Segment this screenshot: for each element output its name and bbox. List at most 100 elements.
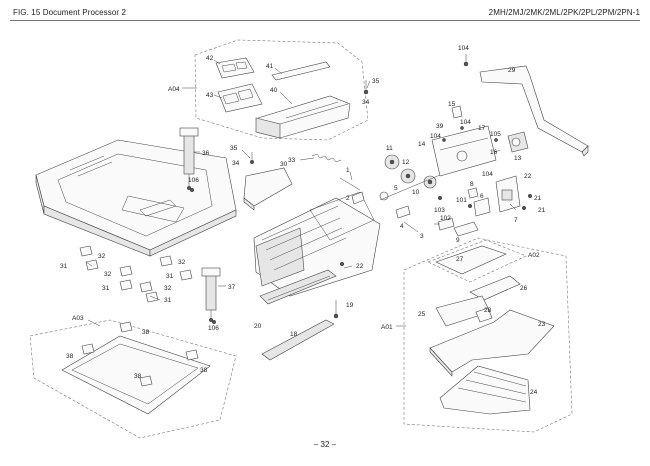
group-label-a01: A01 [381, 324, 393, 331]
group-label-a02: A02 [528, 252, 540, 259]
part-33-spring [311, 153, 342, 163]
callout-9: 9 [456, 237, 460, 244]
part-drive-bracket [431, 125, 497, 177]
callout-104-b: 104 [460, 119, 471, 126]
callout-38-c: 38 [200, 367, 208, 374]
callout-4: 4 [400, 223, 404, 230]
part-23-tray [429, 309, 555, 377]
part-9-plate [453, 221, 479, 237]
part-104-screw-a [442, 138, 446, 142]
part-106-screw-a [189, 187, 195, 193]
part-102-plate [437, 217, 455, 231]
part-42-label-sheet [215, 57, 255, 79]
part-15-sensor [451, 105, 463, 119]
callout-32-d: 32 [164, 285, 172, 292]
callout-103: 103 [434, 207, 445, 214]
callout-22-right: 22 [524, 173, 532, 180]
callout-35-right: 35 [372, 78, 380, 85]
part-29-arm [479, 65, 589, 157]
callout-32-a: 32 [98, 253, 106, 260]
callout-5: 5 [394, 185, 398, 192]
callout-31-a: 31 [60, 263, 68, 270]
part-105-screw [494, 138, 498, 142]
part-5-bushing [379, 191, 389, 201]
callout-numbers: 1 2 3 4 5 6 7 8 9 10 11 12 13 14 15 16 1… [60, 45, 546, 396]
part-103-screw [437, 195, 443, 201]
part-26-guide [469, 275, 521, 301]
callout-42: 42 [206, 55, 214, 62]
part-22-screw-left [339, 261, 345, 267]
callout-38-b: 38 [66, 353, 74, 360]
callout-102: 102 [440, 215, 451, 222]
callout-11: 11 [386, 145, 393, 152]
part-center-feeder-frame [253, 191, 381, 297]
part-6-bracket [473, 197, 491, 217]
part-a03-mat [61, 335, 211, 415]
callout-105: 105 [490, 131, 501, 138]
callout-37: 37 [228, 284, 236, 291]
part-35-screw-lower [249, 152, 255, 165]
callout-12: 12 [402, 159, 410, 166]
callout-28: 28 [484, 307, 492, 314]
part-104-screw-b [460, 126, 464, 130]
figure-title: FIG. 15 Document Processor 2 [13, 8, 127, 17]
part-8-sensor [467, 187, 479, 199]
part-19-screw [333, 300, 339, 319]
part-32-pads [79, 245, 173, 293]
callout-39: 39 [436, 123, 444, 130]
callout-27: 27 [456, 256, 464, 263]
callout-38-d: 38 [134, 373, 142, 380]
part-104-screw-top [463, 54, 469, 67]
callout-33: 33 [288, 157, 296, 164]
callout-23: 23 [538, 321, 546, 328]
callout-104-c: 104 [482, 171, 493, 178]
part-27-guide [435, 245, 507, 275]
part-24-exit-tray [439, 365, 531, 415]
callout-7: 7 [514, 217, 518, 224]
callout-14: 14 [418, 141, 426, 148]
part-4-bracket [395, 205, 411, 219]
part-7-bracket [495, 175, 521, 213]
callout-31-d: 31 [164, 297, 172, 304]
part-20-rail [259, 269, 337, 305]
part-1-shaft [339, 177, 361, 191]
part-13-motor [507, 131, 529, 153]
callout-32-c: 32 [178, 259, 186, 266]
callout-22-left: 22 [356, 263, 364, 270]
part-101-screw [467, 203, 473, 209]
part-10-roller [423, 175, 437, 189]
part-41-strip [271, 61, 331, 81]
leader-lines [85, 59, 517, 301]
group-a02-outline [427, 239, 527, 283]
callout-18: 18 [290, 331, 298, 338]
part-11-roller [384, 154, 400, 170]
callout-8: 8 [470, 181, 474, 188]
callout-30: 30 [280, 161, 288, 168]
callout-29: 29 [508, 67, 516, 74]
callout-21-lower: 21 [538, 207, 546, 214]
group-a01-outline [403, 237, 573, 433]
group-label-a03: A03 [72, 315, 84, 322]
callout-38-a: 38 [142, 329, 150, 336]
callout-19: 19 [346, 302, 354, 309]
callout-34-right: 34 [362, 99, 370, 106]
callout-43: 43 [206, 92, 214, 99]
part-21-screw-lower [521, 205, 527, 211]
part-106-screw-b [211, 319, 217, 325]
callout-36: 36 [202, 150, 210, 157]
header-rule [10, 20, 640, 21]
part-3-shaft [403, 221, 419, 233]
callout-32-b: 32 [104, 271, 112, 278]
callout-104-top: 104 [458, 45, 469, 52]
group-a04-outline [194, 39, 369, 141]
model-code: 2MH/2MJ/2MK/2ML/2PK/2PL/2PM/2PN-1 [488, 8, 640, 17]
callout-10: 10 [412, 189, 420, 196]
part-40-cover [255, 95, 351, 139]
callout-26: 26 [520, 285, 528, 292]
callout-17: 17 [478, 125, 486, 132]
callout-25: 25 [418, 311, 426, 318]
callout-24: 24 [530, 389, 538, 396]
part-25-guide [435, 295, 491, 327]
part-28-bracket [475, 307, 493, 323]
